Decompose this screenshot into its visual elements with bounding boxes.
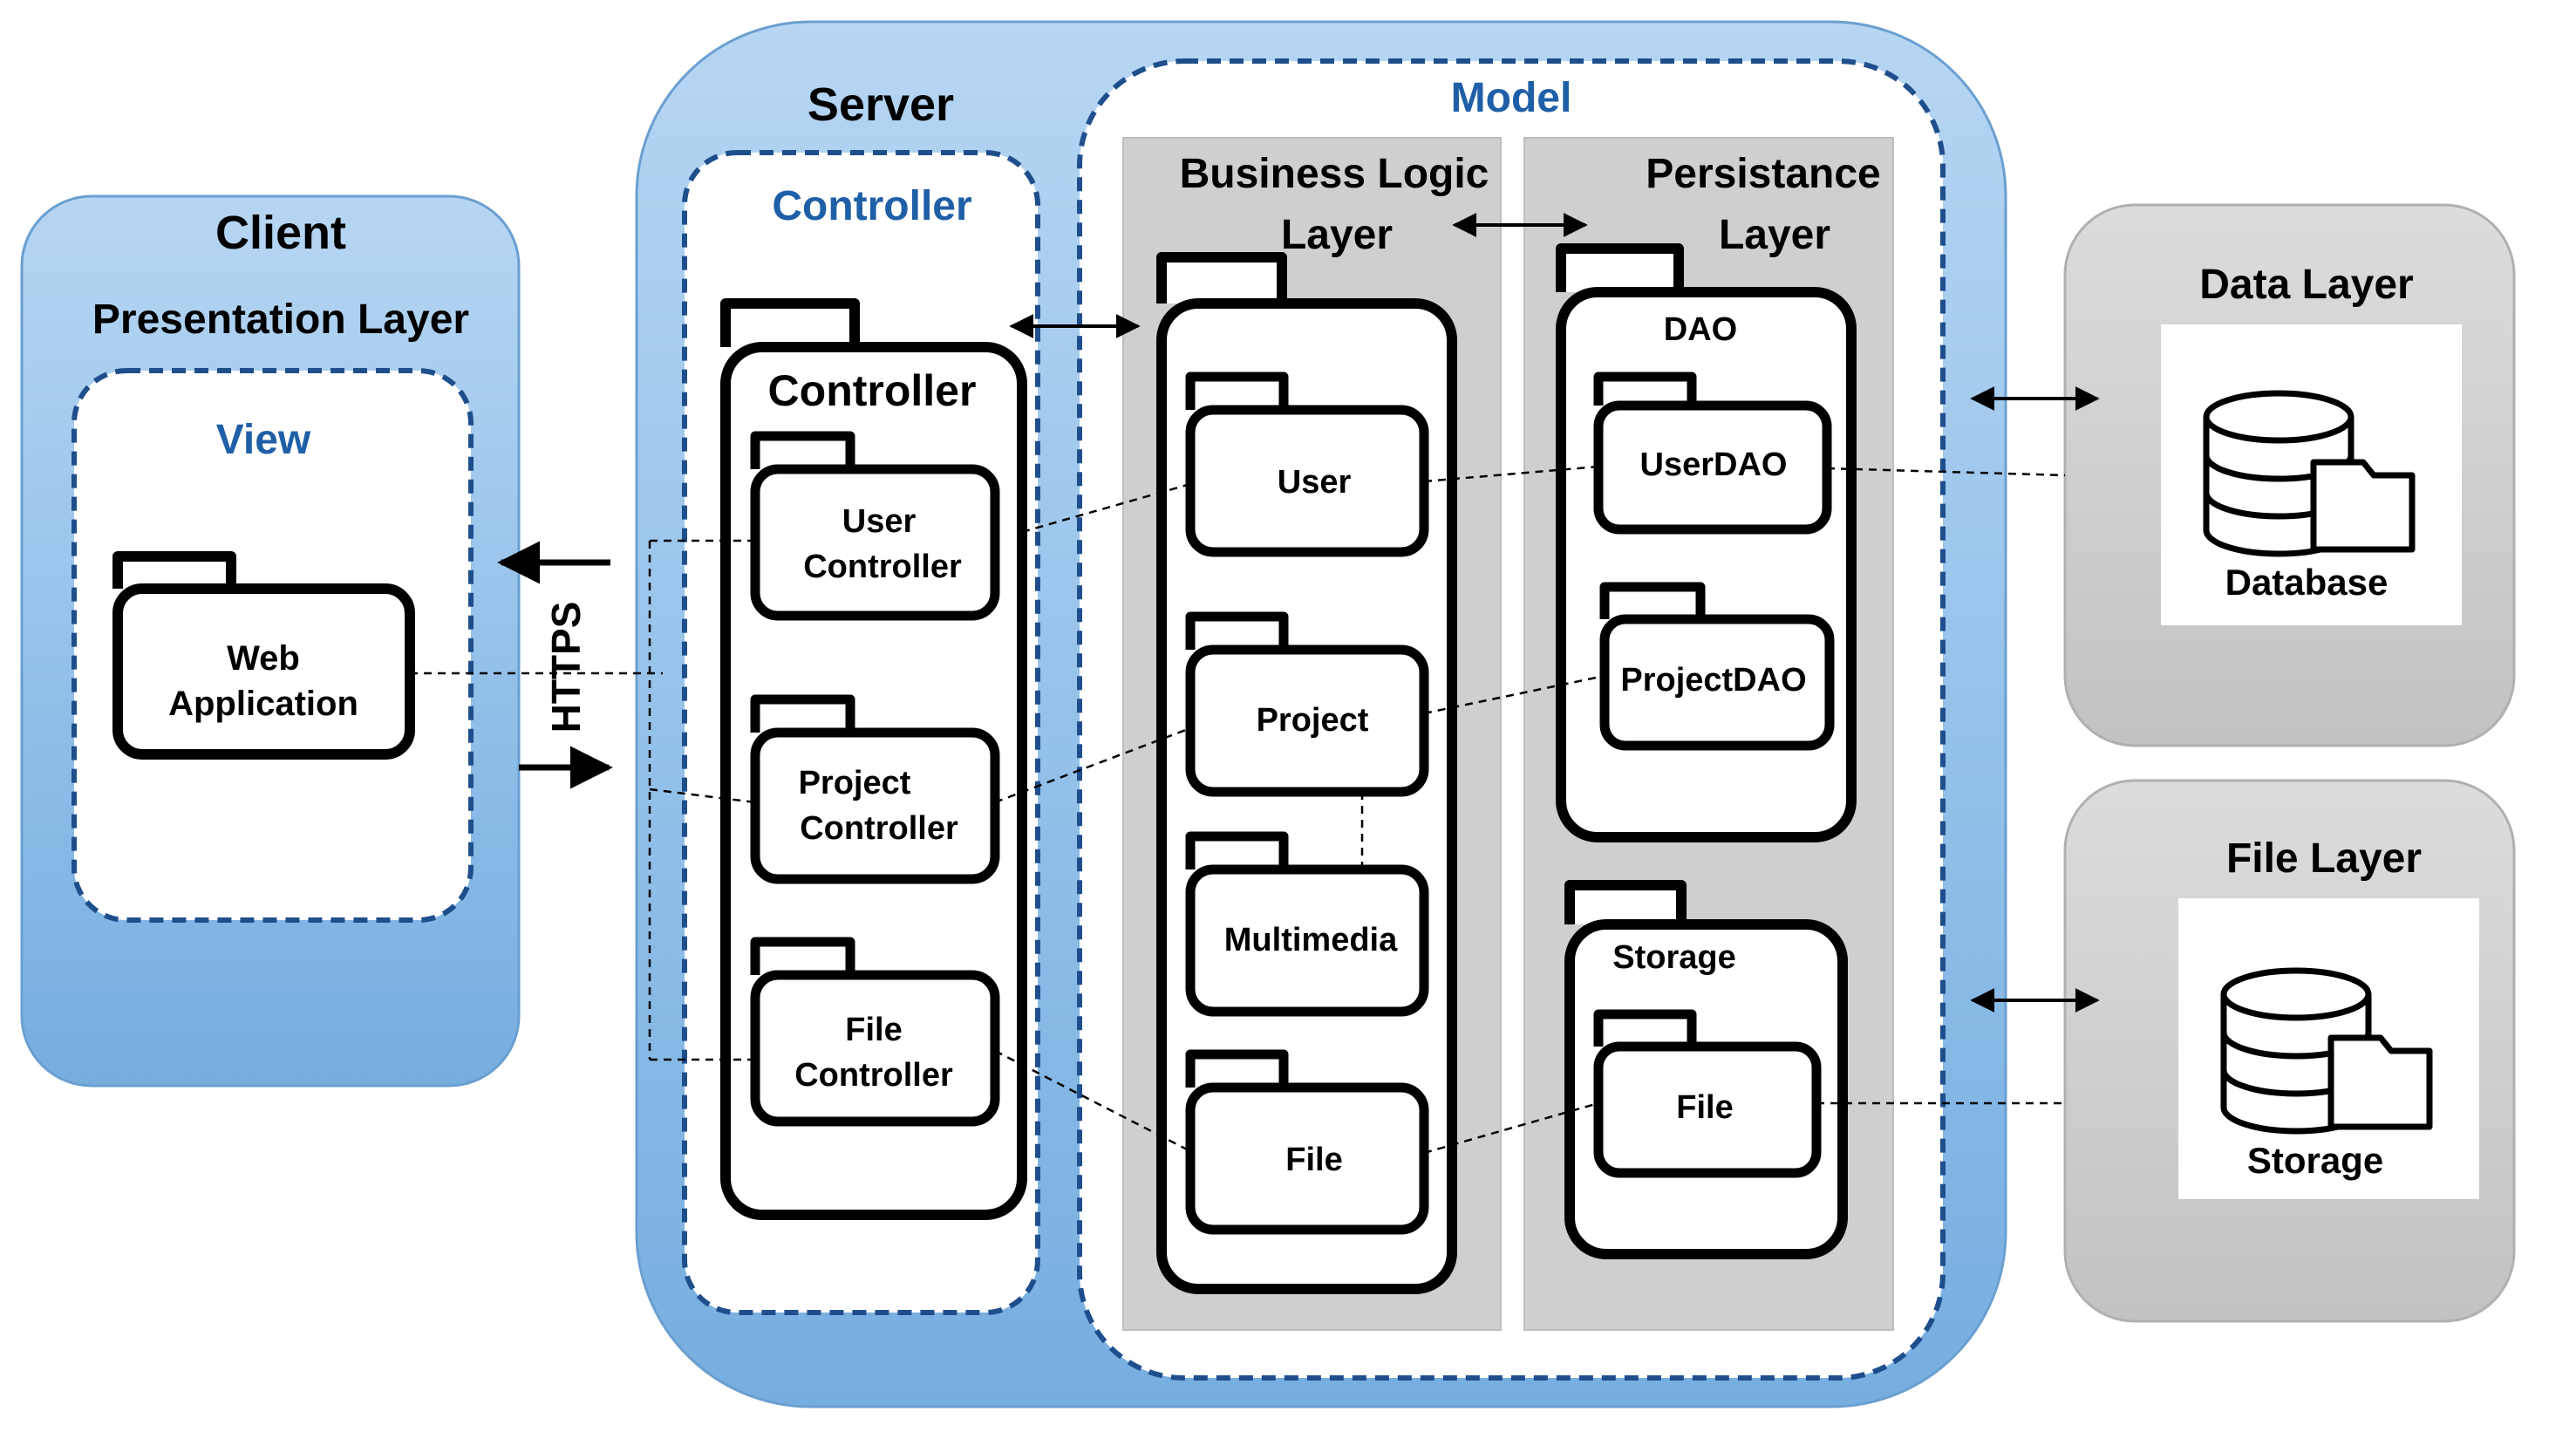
userdao-label: UserDAO <box>1640 447 1788 483</box>
client-panel: Client Presentation Layer View Web Appli… <box>20 194 521 1088</box>
file-layer-panel: File Layer Storage <box>2063 779 2516 1323</box>
storage-file-package: File <box>1593 1009 1822 1178</box>
userdao-package: UserDAO <box>1593 372 1832 535</box>
file-controller-label-2: Controller <box>794 1057 953 1094</box>
project-label: Project <box>1257 702 1369 739</box>
storage-file-label: File <box>1676 1089 1733 1126</box>
project-package: Project <box>1185 611 1429 797</box>
https-connection: HTTPS <box>497 541 613 789</box>
project-controller-label: Project <box>799 765 911 801</box>
storage-label: Storage <box>2247 1140 2383 1181</box>
multimedia-package: Multimedia <box>1185 831 1429 1017</box>
projectdao-package: ProjectDAO <box>1599 582 1835 751</box>
server-title: Server <box>808 78 954 131</box>
storage-package-label: Storage <box>1612 939 1735 976</box>
connectors <box>410 314 2100 1155</box>
business-logic-title: Business Logic <box>1180 151 1489 197</box>
file-label: File <box>1285 1142 1342 1178</box>
data-layer-panel: Data Layer Database <box>2063 203 2516 747</box>
web-application-label: Web <box>227 639 300 678</box>
client-title: Client <box>215 207 346 259</box>
business-logic-title-2: Layer <box>1281 212 1393 258</box>
persistance-title: Persistance <box>1646 151 1881 197</box>
projectdao-label: ProjectDAO <box>1620 662 1806 699</box>
dao-label: DAO <box>1664 311 1737 348</box>
view-label: View <box>216 417 311 463</box>
controller-label: Controller <box>772 183 971 229</box>
multimedia-label: Multimedia <box>1224 922 1398 958</box>
user-controller-label-2: Controller <box>803 549 962 585</box>
user-label: User <box>1278 464 1352 501</box>
file-layer-title: File Layer <box>2226 835 2422 882</box>
project-controller-label-2: Controller <box>800 810 958 847</box>
https-label: HTTPS <box>543 602 589 733</box>
storage-icon <box>2220 967 2433 1135</box>
controller-package-title: Controller <box>768 366 977 415</box>
web-application-label-2: Application <box>168 685 358 723</box>
web-application-package: Web Application <box>112 551 415 760</box>
database-icon <box>2203 390 2416 557</box>
project-controller-package: Project Controller <box>750 694 1000 884</box>
file-controller-label: File <box>845 1012 902 1048</box>
user-controller-label: User <box>842 503 917 540</box>
user-package: User <box>1185 372 1429 557</box>
user-controller-package: User Controller <box>750 431 1000 621</box>
persistance-title-2: Layer <box>1719 212 1830 258</box>
file-controller-package: File Controller <box>750 937 1000 1127</box>
presentation-layer-title: Presentation Layer <box>92 297 469 343</box>
database-label: Database <box>2225 562 2389 603</box>
model-label: Model <box>1451 75 1572 121</box>
file-package: File <box>1185 1049 1429 1235</box>
data-layer-title: Data Layer <box>2199 262 2413 308</box>
